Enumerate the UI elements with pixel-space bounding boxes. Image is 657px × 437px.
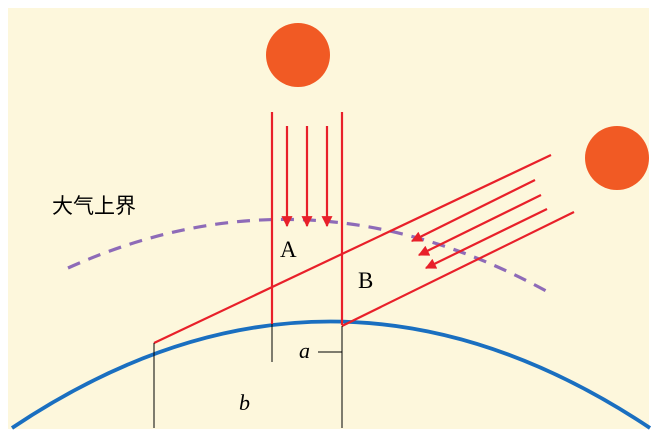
- beam-a-label: A: [280, 237, 297, 262]
- width-a-label: a: [299, 338, 310, 363]
- width-b-label: b: [239, 390, 250, 415]
- sun-overhead-icon: [266, 23, 330, 87]
- beam-b-label: B: [358, 268, 373, 293]
- sun-oblique-icon: [585, 126, 649, 190]
- panel-background: [8, 8, 649, 429]
- atmosphere-top-label: 大气上界: [52, 194, 136, 218]
